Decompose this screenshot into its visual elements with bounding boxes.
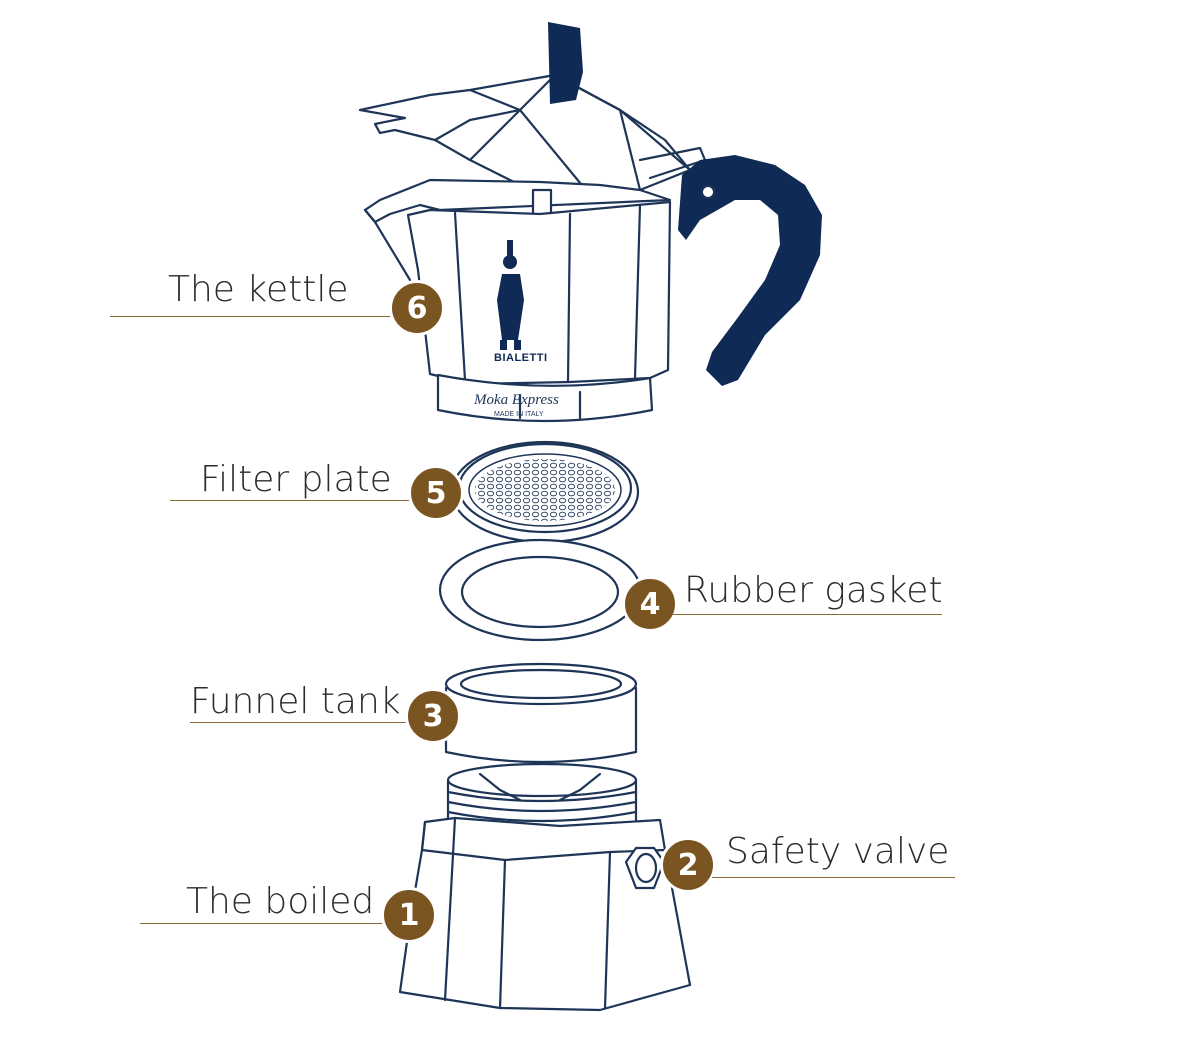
label-boiler: The boiled <box>186 881 375 922</box>
filter-plate-drawing <box>450 440 640 544</box>
handle-rivet <box>701 185 715 199</box>
badge-6: 6 <box>389 280 445 336</box>
rule-safety-valve <box>712 877 955 878</box>
badge-4: 4 <box>622 576 678 632</box>
badge-5: 5 <box>408 465 464 521</box>
label-funnel-tank: Funnel tank <box>190 681 401 722</box>
kettle-handle <box>678 155 822 386</box>
badge-2: 2 <box>660 837 716 893</box>
label-rubber-gasket: Rubber gasket <box>684 570 943 611</box>
rule-filter-plate <box>170 500 415 501</box>
rubber-gasket-drawing <box>438 538 642 642</box>
badge-3: 3 <box>405 688 461 744</box>
kettle-knob <box>548 22 583 104</box>
badge-1: 1 <box>381 887 437 943</box>
label-safety-valve: Safety valve <box>726 831 950 872</box>
label-filter-plate: Filter plate <box>200 459 392 500</box>
origin-text: MADE IN ITALY <box>494 411 544 418</box>
kettle-drawing <box>358 73 707 423</box>
rule-kettle <box>110 316 395 317</box>
rule-boiler <box>140 923 390 924</box>
bialetti-mascot-icon <box>497 240 524 350</box>
rule-funnel-tank <box>190 722 410 723</box>
brand-logo-text: BIALETTI <box>494 352 548 364</box>
rule-rubber-gasket <box>672 614 942 615</box>
label-kettle: The kettle <box>168 269 349 310</box>
funnel-tank-drawing <box>444 662 638 802</box>
model-text: Moka Express <box>474 392 559 408</box>
